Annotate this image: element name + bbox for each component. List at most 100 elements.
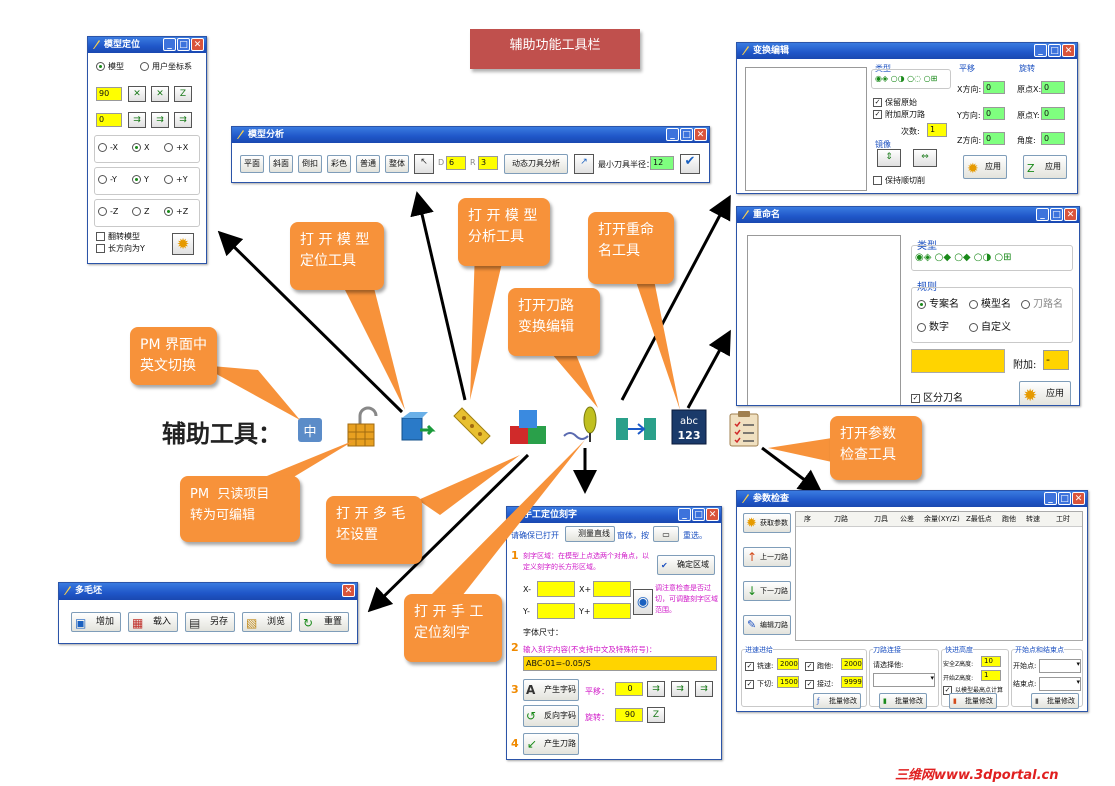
safe-z-value[interactable]: 10 <box>981 656 1001 667</box>
cut-checkbox[interactable]: ✓接过: <box>805 679 834 689</box>
rule-toolpath[interactable]: 刀路名 <box>1021 295 1063 310</box>
path-transform-icon[interactable] <box>614 412 658 446</box>
rapid-value[interactable]: 2000 <box>841 658 863 670</box>
reverse-text-button[interactable]: ↺反向字码 <box>523 705 579 727</box>
param-check-icon[interactable] <box>726 410 762 448</box>
color-button[interactable]: 彩色 <box>327 155 351 173</box>
type-options[interactable]: ◉◈ ○◆ ○◆ ○◑ ○⊞ <box>915 252 1012 263</box>
radio-z[interactable]: Z <box>132 207 149 216</box>
prev-path-button[interactable]: ↑上一刀路 <box>743 547 791 567</box>
radio-minus-y[interactable]: -Y <box>98 175 117 184</box>
tz-value[interactable]: 0 <box>983 132 1005 145</box>
rotate-value[interactable]: 90 <box>615 708 643 722</box>
mirror-y-icon[interactable]: ⇔ <box>913 149 937 167</box>
slope-button[interactable]: 斜面 <box>269 155 293 173</box>
count-value[interactable]: 1 <box>927 123 947 137</box>
save-as-button[interactable]: ▤另存 <box>185 612 235 632</box>
shift-y-icon[interactable]: ⇉ <box>671 681 689 697</box>
shift-x-icon[interactable]: ⇉ <box>647 681 665 697</box>
col-zmin[interactable]: Z最低点 <box>966 515 992 523</box>
minimize-button[interactable]: _ <box>666 128 679 141</box>
col-path[interactable]: 刀路 <box>834 515 848 523</box>
reset-button[interactable]: ↻重置 <box>299 612 349 632</box>
path-list[interactable] <box>745 67 867 191</box>
radio-plus-x[interactable]: +X <box>164 143 188 152</box>
y-plus-input[interactable] <box>593 603 631 619</box>
maximize-button[interactable]: □ <box>1050 208 1063 221</box>
start-point-select[interactable]: ▾ <box>1039 659 1081 673</box>
next-path-button[interactable]: ↓下一刀路 <box>743 581 791 601</box>
shift-value-1[interactable]: 0 <box>96 113 122 127</box>
edit-path-button[interactable]: ✎编辑刀路 <box>743 615 791 635</box>
engrave-text-input[interactable]: ABC-01=-0.05/S <box>523 656 717 671</box>
rapid-checkbox[interactable]: ✓跑他: <box>805 661 834 671</box>
radio-minus-x[interactable]: -X <box>98 143 118 152</box>
close-button[interactable]: ✕ <box>1062 44 1075 57</box>
startend-batch-modify-button[interactable]: ▮批量修改 <box>1031 693 1079 709</box>
generate-path-button[interactable]: ↙产生刀路 <box>523 733 579 755</box>
maximize-button[interactable]: □ <box>692 508 705 521</box>
safe-batch-modify-button[interactable]: ▮批量修改 <box>949 693 997 709</box>
maximize-button[interactable]: □ <box>1058 492 1071 505</box>
browse-button[interactable]: ▧浏览 <box>242 612 292 632</box>
rotate-z-icon[interactable]: Z <box>647 707 665 723</box>
ry-value[interactable]: 0 <box>1041 107 1065 120</box>
shift-z-icon[interactable]: ⇉ <box>174 112 192 128</box>
pick-cursor-icon[interactable]: ↖ <box>414 154 434 174</box>
maximize-button[interactable]: □ <box>177 38 190 51</box>
link-batch-modify-button[interactable]: ▮批量修改 <box>879 693 927 709</box>
dynamic-tool-analysis-button[interactable]: 动态刀具分析 <box>504 154 568 174</box>
col-speed[interactable]: 转速 <box>1026 515 1040 523</box>
x-plus-input[interactable] <box>593 581 631 597</box>
radio-plus-z[interactable]: +Z <box>164 207 188 216</box>
distinguish-tool-checkbox[interactable]: ✓区分刀名 <box>911 393 963 404</box>
col-stock[interactable]: 余量(XY/Z) <box>924 515 960 523</box>
check-overcut-icon[interactable]: ◉ <box>633 589 653 615</box>
start-z-value[interactable]: 1 <box>981 670 1001 681</box>
rule-custom[interactable]: 自定义 <box>969 318 1011 333</box>
min-radius-value[interactable]: 12 <box>650 156 674 170</box>
radio-model[interactable]: 模型 <box>96 61 124 72</box>
append-value[interactable]: - <box>1043 350 1069 370</box>
shift-value[interactable]: 0 <box>615 682 643 696</box>
minimize-button[interactable]: _ <box>163 38 176 51</box>
cut-value[interactable]: 9999 <box>841 676 863 688</box>
feed-value[interactable]: 2000 <box>777 658 799 670</box>
y-minus-input[interactable] <box>537 603 575 619</box>
angle-value-1[interactable]: 90 <box>96 87 122 101</box>
flip-model-checkbox[interactable]: 翻转模型 <box>96 231 140 242</box>
close-button[interactable]: ✕ <box>342 584 355 597</box>
close-button[interactable]: ✕ <box>191 38 204 51</box>
ra-value[interactable]: 0 <box>1041 132 1065 145</box>
minimize-button[interactable]: _ <box>1034 44 1047 57</box>
end-point-select[interactable]: ▾ <box>1039 677 1081 691</box>
close-button[interactable]: ✕ <box>706 508 719 521</box>
minimize-button[interactable]: _ <box>1036 208 1049 221</box>
tx-value[interactable]: 0 <box>983 81 1005 94</box>
add-button[interactable]: ▣增加 <box>71 612 121 632</box>
get-params-button[interactable]: ✹获取参数 <box>743 513 791 533</box>
maximize-button[interactable]: □ <box>1048 44 1061 57</box>
keep-order-checkbox[interactable]: 保持顺切削 <box>873 175 925 186</box>
readonly-unlock-icon[interactable] <box>344 406 384 448</box>
close-button[interactable]: ✕ <box>1064 208 1077 221</box>
long-side-y-checkbox[interactable]: 长方向为Y <box>96 243 145 254</box>
col-index[interactable]: 序 <box>804 515 811 523</box>
d-value[interactable]: 6 <box>446 156 466 170</box>
measure-line-button[interactable]: 测量直线 <box>565 526 615 542</box>
confirm-area-button[interactable]: ✔确定区域 <box>657 555 715 575</box>
mirror-x-icon[interactable]: ⇕ <box>877 149 901 167</box>
manual-engrave-icon[interactable] <box>560 404 604 448</box>
col-time[interactable]: 工时 <box>1056 515 1070 523</box>
rule-model[interactable]: 模型名 <box>969 295 1011 310</box>
type-options[interactable]: ◉◈ ○◑ ○◌ ○⊞ <box>875 74 938 83</box>
maximize-button[interactable]: □ <box>680 128 693 141</box>
plunge-value[interactable]: 1500 <box>777 676 799 688</box>
shift-z-icon[interactable]: ⇉ <box>695 681 713 697</box>
confirm-check-icon[interactable]: ✔ <box>680 154 700 174</box>
ty-value[interactable]: 0 <box>983 107 1005 120</box>
reselect-icon[interactable]: ▭ <box>653 526 679 542</box>
